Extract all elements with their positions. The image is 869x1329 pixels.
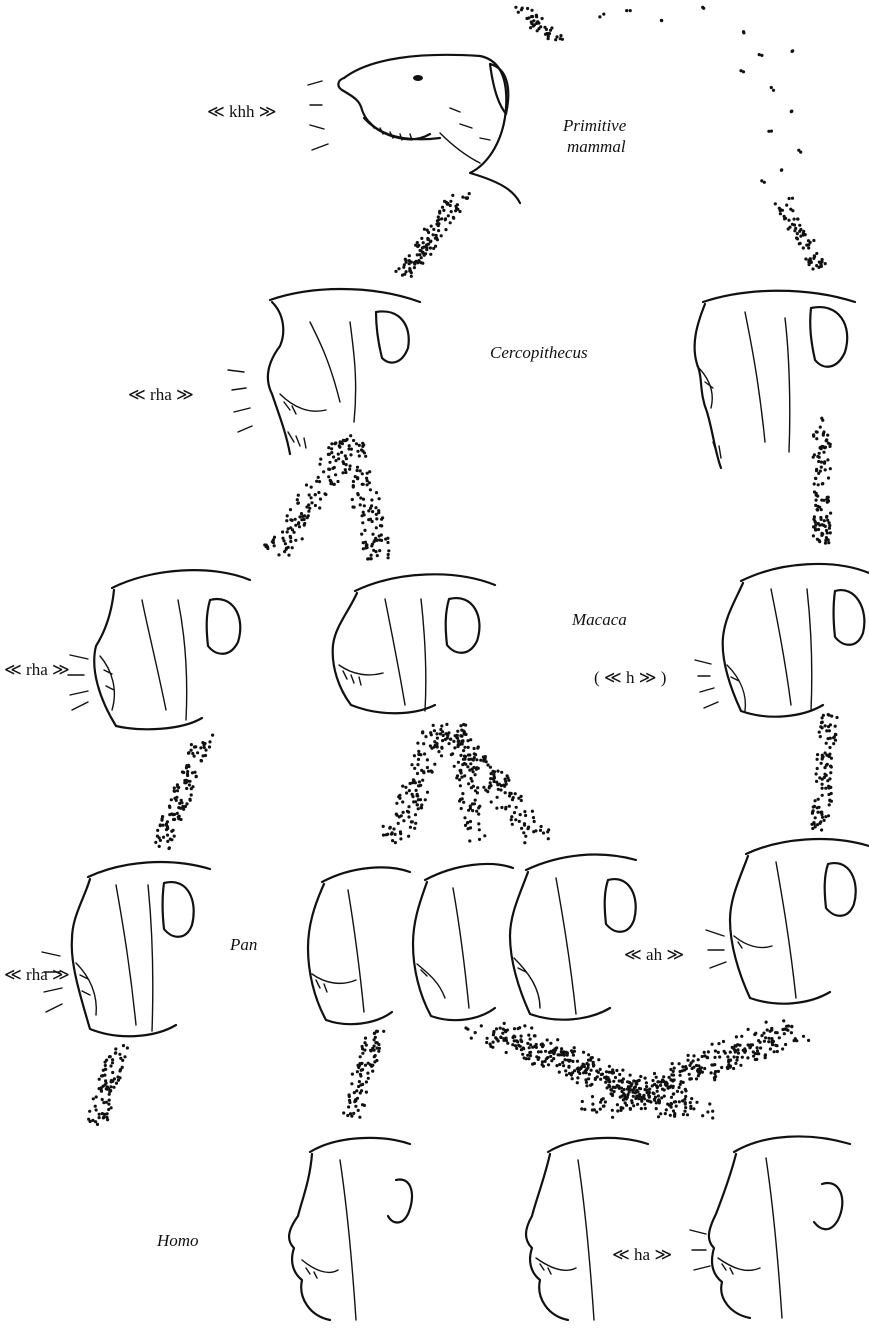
call-label-pan-right: ≪ ah ≫ — [624, 945, 684, 965]
call-label-macaca-right: ( ≪ h ≫ ) — [594, 668, 666, 688]
taxon-label-primitive-line2: mammal — [563, 136, 626, 157]
call-label-macaca-left: ≪ rha ≫ — [4, 660, 70, 680]
taxon-label-macaca: Macaca — [572, 609, 627, 630]
taxon-label-pan: Pan — [230, 934, 257, 955]
taxon-label-primitive-line1: Primitive — [563, 115, 626, 136]
call-label-primitive-mammal: ≪ khh ≫ — [207, 102, 277, 122]
taxon-label-cercopithecus: Cercopithecus — [490, 342, 588, 363]
call-label-cercopithecus: ≪ rha ≫ — [128, 385, 194, 405]
taxon-label-primitive-mammal: Primitive mammal — [563, 115, 626, 157]
taxon-label-homo: Homo — [157, 1230, 199, 1251]
call-label-homo: ≪ ha ≫ — [612, 1245, 672, 1265]
call-label-pan-left: ≪ rha ≫ — [4, 965, 70, 985]
